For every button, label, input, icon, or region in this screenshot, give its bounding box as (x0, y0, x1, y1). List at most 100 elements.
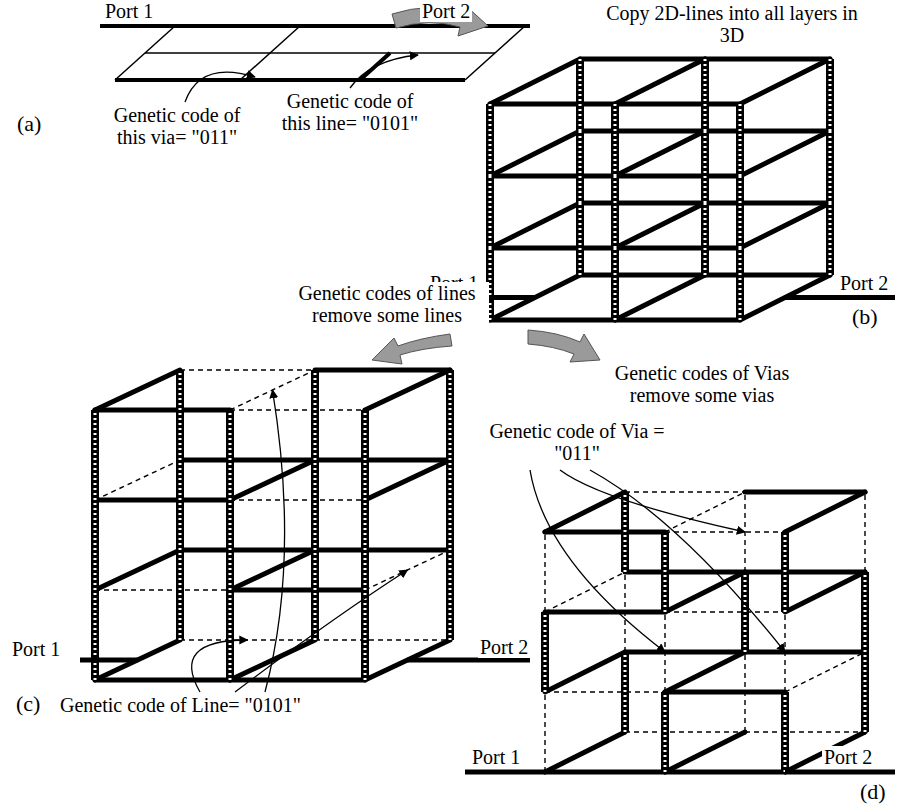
via (865, 572, 866, 652)
strip-line (95, 498, 230, 503)
via-core (579, 59, 582, 131)
via (230, 410, 231, 500)
strip-line (545, 530, 665, 535)
removed-via (544, 532, 545, 612)
port-line (785, 295, 895, 300)
via-core (94, 410, 97, 500)
via-core (314, 550, 317, 640)
strip-line (665, 572, 745, 612)
removed-line (95, 460, 180, 500)
strip-line (580, 273, 705, 278)
leader-line (265, 390, 285, 692)
via-core (314, 370, 317, 460)
strip-line (545, 492, 625, 532)
via-core (579, 131, 582, 203)
strip-line (365, 460, 450, 500)
leader-line (560, 470, 745, 532)
via (545, 612, 546, 692)
via-body (576, 203, 584, 275)
via-core (544, 612, 547, 692)
strip-line (665, 770, 785, 775)
via-core (624, 492, 627, 572)
via-body (486, 104, 494, 176)
strip-line (580, 57, 705, 62)
via (745, 572, 746, 652)
strip-line (740, 203, 830, 248)
via-body (226, 410, 234, 500)
via-core (704, 131, 707, 203)
strip-line (615, 102, 740, 107)
via (315, 460, 316, 550)
strip-line (705, 273, 830, 278)
via-core (614, 248, 617, 320)
via (450, 460, 451, 550)
strip-line (180, 458, 315, 463)
via (180, 370, 181, 460)
strip-line (95, 550, 180, 590)
leader-line (530, 470, 665, 652)
via (785, 692, 786, 772)
via-body (576, 131, 584, 203)
layered-structure (80, 370, 530, 680)
via-body (781, 532, 789, 612)
annotation-text: Genetic code of Line= "0101" (58, 694, 303, 716)
removed-line (230, 499, 365, 500)
via (580, 203, 581, 275)
leader-line (235, 570, 408, 692)
removed-line (315, 639, 450, 640)
via (365, 410, 366, 500)
strip-line (705, 201, 830, 206)
removed-line (785, 652, 865, 692)
panel-letter: (a) (15, 112, 43, 136)
strip-line (545, 770, 665, 775)
via-core (449, 550, 452, 640)
strip-line (615, 275, 705, 320)
via (315, 550, 316, 640)
via-core (784, 532, 787, 612)
via-body (176, 550, 184, 640)
strip-line (490, 59, 580, 104)
leader-line (192, 640, 248, 692)
strip-line (615, 174, 740, 179)
via-body (176, 370, 184, 460)
via-body (576, 59, 584, 131)
layered-structure (465, 492, 895, 772)
via-body (311, 370, 319, 460)
via-body (91, 590, 99, 680)
removed-via (864, 492, 865, 572)
strip-line (115, 78, 465, 82)
leader-line (350, 55, 418, 88)
strip-line (785, 492, 865, 532)
via (490, 104, 491, 176)
via (365, 500, 366, 590)
via (830, 203, 831, 275)
strip-line (580, 201, 705, 206)
via-core (364, 410, 367, 500)
via-body (701, 203, 709, 275)
via-body (736, 104, 744, 176)
via-core (614, 176, 617, 248)
strip-line (745, 570, 865, 575)
via (95, 590, 96, 680)
strip-line (665, 732, 745, 772)
strip-line (545, 610, 665, 615)
strip-line (490, 318, 615, 323)
via-body (446, 460, 454, 550)
via-body (621, 492, 629, 572)
layered-structure (420, 59, 895, 320)
via-core (864, 652, 867, 732)
annotation-text: Genetic codes of lines remove some lines (285, 282, 489, 326)
via-body (361, 500, 369, 590)
via (365, 590, 366, 680)
strip-line (545, 732, 625, 772)
annotation-text: Port 1 (10, 638, 62, 660)
via-body (661, 692, 669, 772)
via-core (704, 203, 707, 275)
via-core (449, 370, 452, 460)
strip-line (705, 57, 830, 62)
panel-letter: (d) (858, 780, 888, 804)
via (450, 550, 451, 640)
panel-letter: (b) (850, 305, 880, 329)
via (230, 590, 231, 680)
via-body (91, 410, 99, 500)
